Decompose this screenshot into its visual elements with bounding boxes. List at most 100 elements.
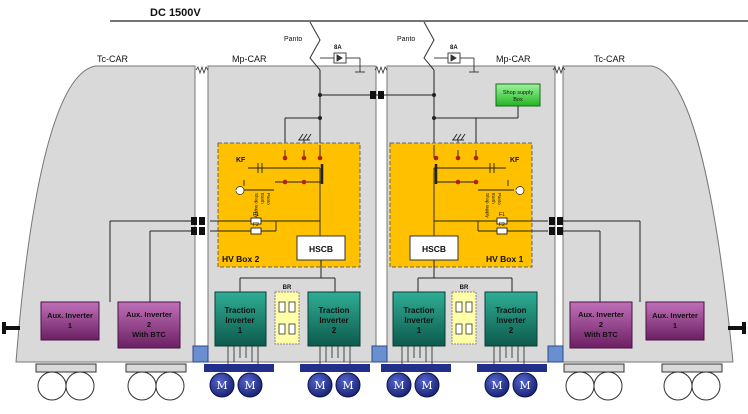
switch-contact — [301, 179, 307, 185]
braking-resistor-left — [274, 291, 300, 345]
switch-contact — [282, 155, 288, 161]
switch-contact — [301, 155, 307, 161]
aux-right-1-l1: Aux. Inverter — [652, 311, 698, 320]
hv-box-2-fuses — [210, 217, 320, 235]
shop-supply-line2: Box — [513, 97, 523, 103]
aux-wiring — [109, 220, 641, 302]
tc-car-right-body — [562, 65, 734, 363]
fuse-right-rating: 8A — [450, 45, 458, 51]
resistor-elements-right — [455, 301, 473, 335]
shop-supply-box — [495, 83, 541, 107]
hv-box-1-kf: KF — [510, 157, 520, 164]
bogie-frame — [477, 364, 547, 372]
hv-box-1-fuses — [434, 217, 548, 235]
bus-node-2 — [432, 93, 436, 97]
traction-motor-icon — [209, 372, 235, 398]
traction-motor-icon — [484, 372, 510, 398]
hv-box-2-sw-3: Panto — [266, 193, 271, 205]
aux-right-2-l3: With BTC — [584, 330, 618, 339]
fuse-line-connectors — [191, 217, 563, 235]
traction-motor-icon — [307, 372, 333, 398]
ti-right-2-l1: Traction — [495, 306, 526, 315]
aux-right-2-l2: 2 — [599, 320, 603, 329]
aux-left-2-l1: Aux. Inverter — [126, 310, 172, 319]
arrester-left — [320, 52, 365, 73]
switch-contact — [282, 179, 288, 185]
switch-contact — [473, 155, 479, 161]
hv-box-2-label: HV Box 2 — [222, 254, 260, 264]
switch-contact — [455, 179, 461, 185]
ti-left-2-l2: Inverter — [319, 316, 348, 325]
switch-contact — [473, 179, 479, 185]
hv-box-2-kf: KF — [236, 157, 246, 164]
switch-contact — [455, 155, 461, 161]
hv-box-1-switches — [433, 145, 514, 236]
hv-box-2-sw-2: Earth — [260, 193, 265, 204]
tc-car-left-label: Tc-CAR — [97, 54, 128, 64]
traction-motor-icon — [512, 372, 538, 398]
aux-left-2-l3: With BTC — [132, 330, 166, 339]
br-right-label: BR — [460, 285, 469, 291]
ti-left-1-l3: 1 — [238, 326, 243, 335]
coupler-spring-2 — [374, 65, 388, 75]
hv-box-2-f1: F1 — [253, 212, 259, 218]
switch-contact — [433, 155, 439, 161]
pantograph-left-icon — [309, 21, 321, 71]
drawbar-right-icon — [728, 322, 746, 334]
pantograph-right-icon — [423, 21, 435, 71]
intercar-connector — [371, 345, 388, 363]
mp-car-right-label: Mp-CAR — [496, 54, 531, 64]
hscb-right-label: HSCB — [422, 244, 446, 254]
ti-left-1-l1: Traction — [224, 306, 255, 315]
intercar-connector — [192, 345, 209, 363]
motor-label: M — [519, 379, 530, 392]
hscb-left — [296, 235, 346, 261]
motor-label: M — [342, 379, 353, 392]
hv-box-1-sw-1: Shop supply — [485, 193, 490, 219]
panto-left-label: Panto — [284, 36, 302, 43]
ti-right-1-l2: Inverter — [404, 316, 433, 325]
bus-connector — [370, 91, 384, 99]
hv-box-1-sw-2: Earth — [491, 193, 496, 204]
hv-box-2-f2: F2 — [253, 222, 259, 228]
aux-left-1-l1: Aux. Inverter — [47, 311, 93, 320]
hscb-left-label: HSCB — [309, 244, 333, 254]
hv-box-2-sw-1: Shop supply — [254, 193, 259, 219]
diagram-title: DC 1500V — [150, 7, 201, 19]
traction-motor-icon — [386, 372, 412, 398]
aux-left-2-l2: 2 — [147, 320, 151, 329]
motor-label: M — [393, 379, 404, 392]
ti-right-2-l2: Inverter — [496, 316, 525, 325]
ti-left-2-l1: Traction — [318, 306, 349, 315]
warning-lamp-icon — [515, 186, 525, 195]
hv-box-1-label: HV Box 1 — [486, 254, 524, 264]
motor-label: M — [216, 379, 227, 392]
aux-inverter-left-1 — [40, 301, 100, 341]
motor-feed-lines — [227, 346, 525, 366]
bogie-frame — [381, 364, 451, 372]
bogie-frame — [204, 364, 274, 372]
aux-inverter-right-2 — [569, 301, 633, 349]
aux-inverter-right-1 — [645, 301, 705, 341]
coupler-spring-3 — [552, 65, 566, 75]
bus-node-1 — [318, 93, 322, 97]
aux-right-1-l2: 1 — [673, 321, 677, 330]
motor-label: M — [421, 379, 432, 392]
shop-supply-line1: Shop supply — [503, 90, 534, 96]
trailer-wheels — [35, 363, 723, 401]
traction-inverter-right-2 — [484, 291, 538, 347]
fuse-left-rating: 8A — [334, 45, 342, 51]
braking-resistor-right — [451, 291, 477, 345]
bogie-frame — [300, 364, 370, 372]
bus-node-3 — [318, 116, 322, 120]
coupler-spring-1 — [195, 65, 209, 75]
hv-box-1-sw-3: Panto — [497, 193, 502, 205]
resistor-elements-left — [278, 301, 296, 335]
ti-left-1-l2: Inverter — [225, 316, 254, 325]
switch-contact — [317, 155, 323, 161]
traction-inverter-right-1 — [392, 291, 446, 347]
drawbar-left-icon — [2, 322, 20, 334]
traction-inverter-left-2 — [307, 291, 361, 347]
tc-car-right-label: Tc-CAR — [594, 54, 625, 64]
